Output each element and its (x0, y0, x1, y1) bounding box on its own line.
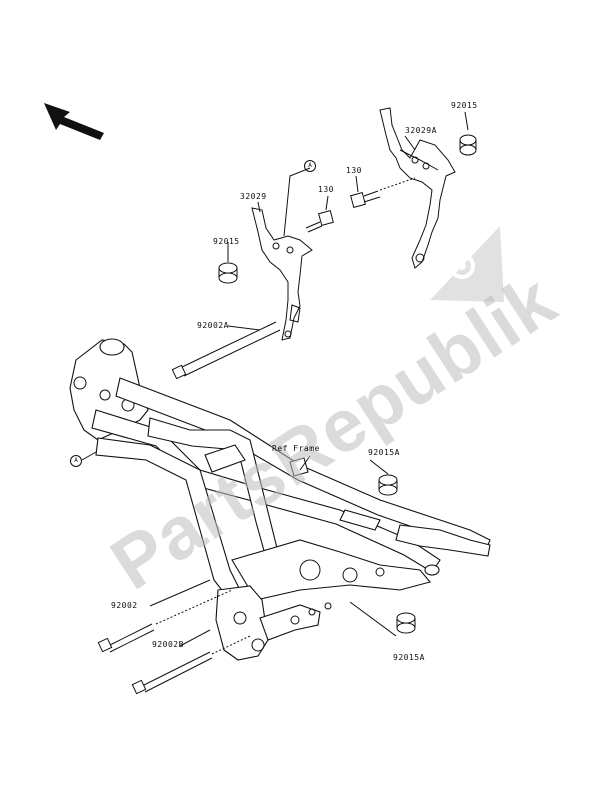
bracket-32029 (251, 207, 313, 341)
bracket-32029a (379, 107, 456, 269)
callout-130-right: 130 (346, 166, 362, 175)
callout-92002: 92002 (111, 601, 138, 610)
collar-92015-left (218, 262, 238, 284)
ref-a-top-marker: A (304, 160, 316, 172)
collar-92015a-bottom (396, 612, 416, 634)
callout-92015-left: 92015 (213, 237, 240, 246)
callout-92002b: 92002B (152, 640, 184, 649)
bolt-92002b (131, 635, 251, 695)
callout-130-left: 130 (318, 185, 334, 194)
callout-32029a: 32029A (405, 126, 437, 135)
callout-92015a-bottom: 92015A (393, 653, 425, 662)
callout-92015a-right: 92015A (368, 448, 400, 457)
bolt-130-left (305, 210, 334, 233)
leader-lines (81, 111, 469, 647)
collar-92015-top (459, 134, 477, 156)
ref-a-left-marker: A (70, 455, 82, 467)
bolt-92002 (97, 589, 233, 653)
callout-ref-frame: Ref Frame (272, 444, 320, 453)
bolt-130-right (350, 177, 416, 208)
main-frame (69, 338, 491, 661)
callout-32029: 32029 (240, 192, 267, 201)
watermark-gear-icon (430, 226, 504, 302)
collar-92015a-right (378, 474, 398, 496)
direction-arrow-icon (44, 103, 104, 140)
callout-92002a: 92002A (197, 321, 229, 330)
callout-92015-top: 92015 (451, 101, 478, 110)
